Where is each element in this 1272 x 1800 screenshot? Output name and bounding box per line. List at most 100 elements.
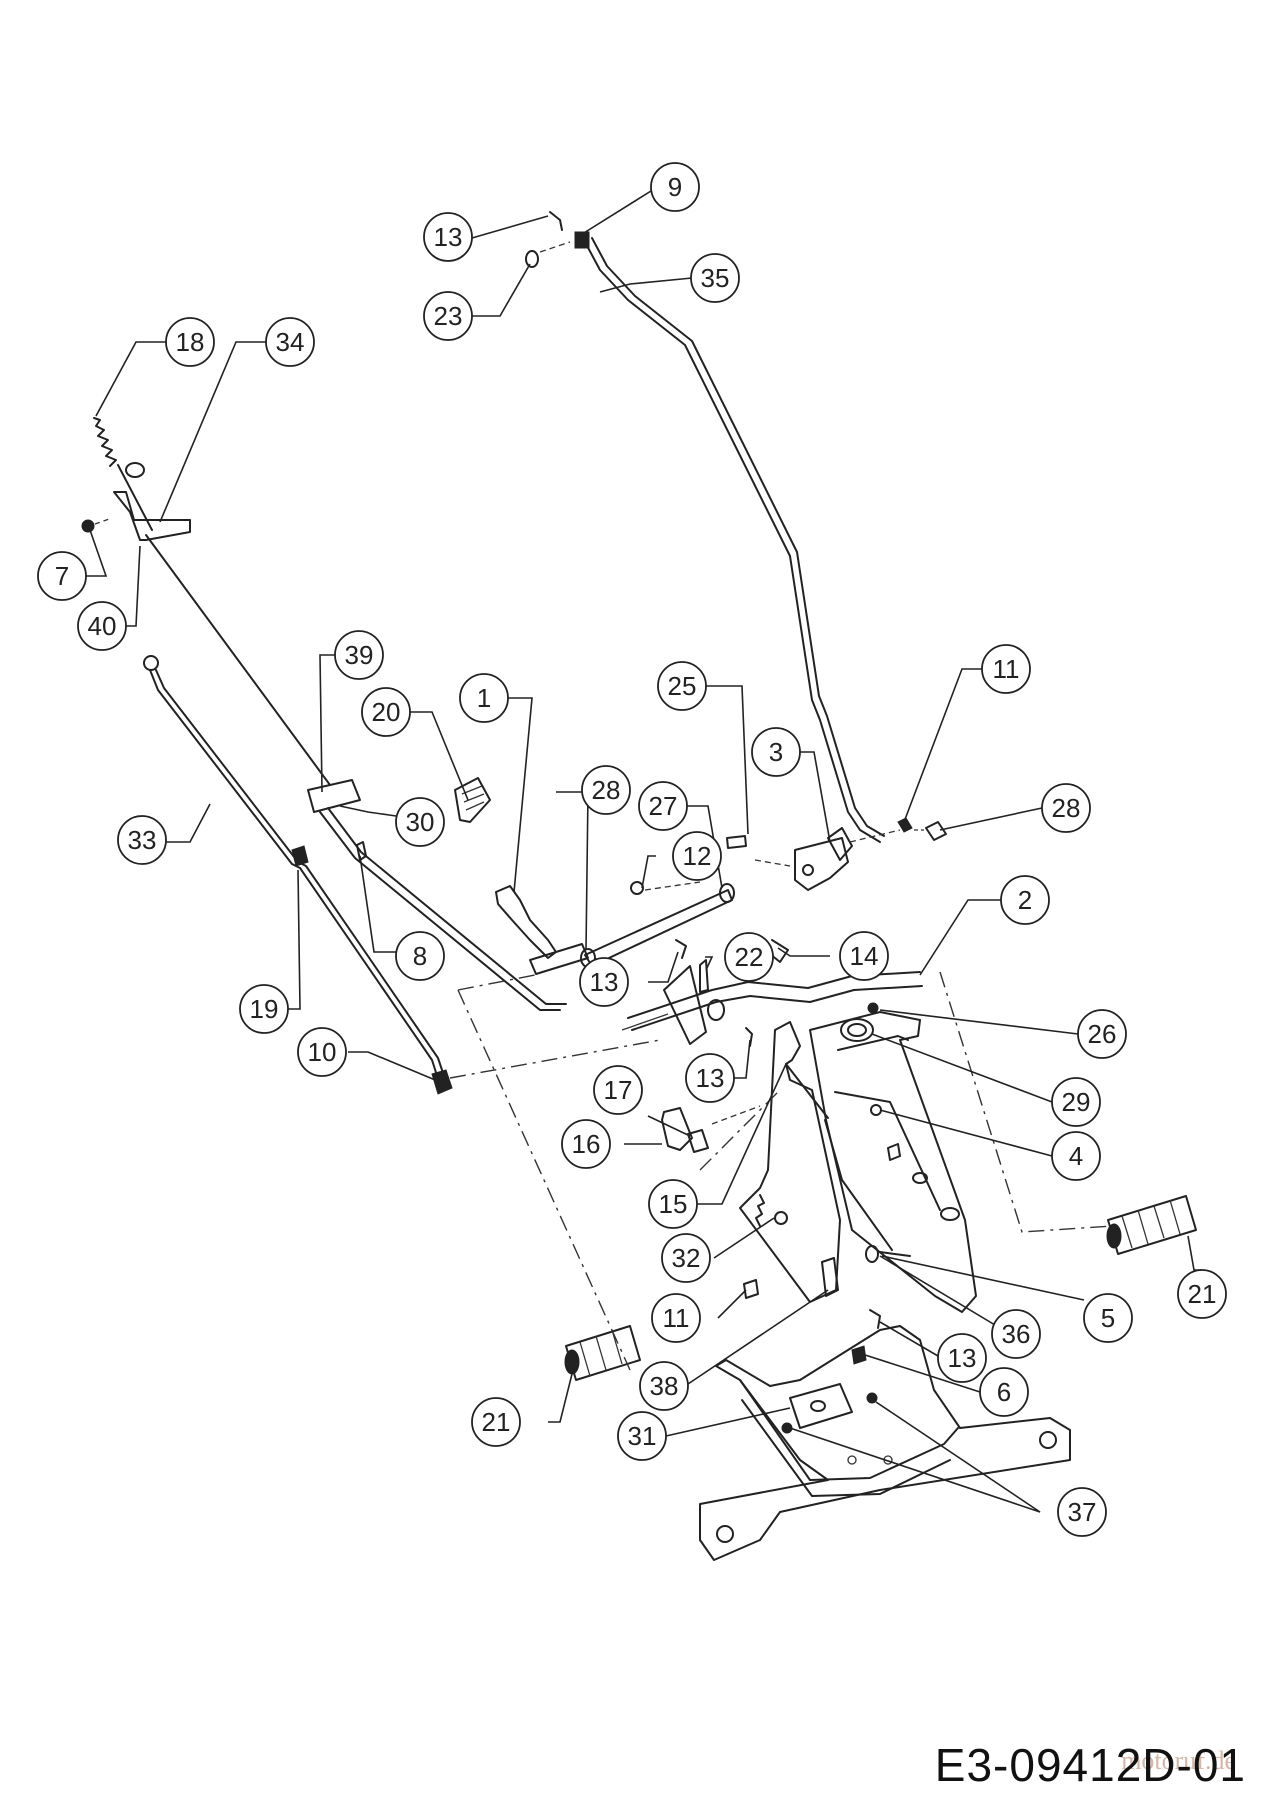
svg-text:31: 31	[628, 1421, 657, 1451]
callout-26: 26	[1077, 1009, 1127, 1059]
svg-text:1: 1	[477, 683, 491, 713]
callout-21: 21	[471, 1397, 521, 1447]
svg-text:38: 38	[650, 1371, 679, 1401]
callout-39: 39	[334, 630, 384, 680]
svg-text:15: 15	[659, 1189, 688, 1219]
svg-text:17: 17	[604, 1075, 633, 1105]
part-4-screw	[870, 1104, 882, 1116]
callout-23: 23	[423, 291, 473, 341]
part-20-pedal-pad	[454, 777, 491, 823]
callout-31: 31	[617, 1411, 667, 1461]
part-13-clip-top	[549, 211, 563, 231]
svg-text:5: 5	[1101, 1303, 1115, 1333]
callout-28: 28	[1041, 783, 1091, 833]
part-9-clevis	[574, 231, 590, 249]
callout-7: 7	[37, 551, 87, 601]
part-28-nut	[925, 821, 947, 841]
callout-9: 9	[650, 162, 700, 212]
svg-text:36: 36	[1002, 1319, 1031, 1349]
svg-text:19: 19	[250, 994, 279, 1024]
callout-5: 5	[1083, 1293, 1133, 1343]
svg-text:35: 35	[701, 263, 730, 293]
callout-13: 13	[423, 212, 473, 262]
callout-13: 13	[685, 1053, 735, 1103]
part-8-bolt	[356, 841, 367, 861]
svg-text:37: 37	[1068, 1497, 1097, 1527]
part-6-bolt	[851, 1345, 867, 1365]
callout-11: 11	[981, 644, 1031, 694]
callout-6: 6	[979, 1367, 1029, 1417]
part-13-clip-low	[745, 1027, 753, 1047]
callout-4: 4	[1051, 1131, 1101, 1181]
part-30-rod	[319, 811, 561, 1011]
callout-18: 18	[165, 317, 215, 367]
svg-text:11: 11	[663, 1303, 690, 1333]
callout-27: 27	[638, 781, 688, 831]
part-36-washer	[865, 1245, 879, 1263]
part-18-spring	[93, 417, 117, 467]
svg-text:28: 28	[1052, 793, 1081, 823]
callout-8: 8	[395, 931, 445, 981]
callout-2: 2	[1000, 875, 1050, 925]
part-22-pin	[699, 959, 709, 993]
part-10-rod-end	[431, 1069, 453, 1095]
callout-38: 38	[639, 1361, 689, 1411]
callout-13: 13	[937, 1333, 987, 1383]
callout-35: 35	[690, 253, 740, 303]
part-17-clip	[687, 1129, 709, 1153]
watermark-logo: motoruf.de	[1121, 1746, 1236, 1775]
part-29-cap	[840, 1018, 874, 1042]
svg-text:28: 28	[592, 775, 621, 805]
svg-text:22: 22	[735, 942, 764, 972]
svg-text:25: 25	[668, 671, 697, 701]
part-23-washer	[525, 250, 539, 268]
callout-14: 14	[839, 931, 889, 981]
svg-text:8: 8	[413, 941, 427, 971]
part-16-bracket	[661, 1107, 693, 1151]
callout-19: 19	[239, 984, 289, 1034]
svg-text:23: 23	[434, 301, 463, 331]
svg-text:29: 29	[1062, 1087, 1091, 1117]
callout-22: 22	[724, 932, 774, 982]
svg-text:30: 30	[406, 807, 435, 837]
part-26-nut	[867, 1002, 879, 1014]
part-28-shaft	[584, 889, 733, 967]
part-31-block	[789, 1383, 853, 1429]
part-39-plate	[307, 779, 361, 813]
svg-text:10: 10	[308, 1037, 337, 1067]
part-32-spring	[755, 1194, 765, 1227]
part-13-clip-mid	[675, 939, 687, 959]
part-12-grease	[630, 881, 644, 895]
callout-29: 29	[1051, 1077, 1101, 1127]
svg-text:18: 18	[176, 327, 205, 357]
callout-25: 25	[657, 661, 707, 711]
svg-text:33: 33	[128, 825, 157, 855]
svg-text:27: 27	[649, 791, 678, 821]
svg-text:4: 4	[1069, 1141, 1083, 1171]
part-25-bolt	[726, 835, 747, 849]
svg-text:21: 21	[1188, 1279, 1217, 1309]
part-35-rod	[584, 241, 881, 843]
document-code: E3-09412D-01	[934, 1739, 1246, 1791]
svg-text:13: 13	[696, 1063, 725, 1093]
callout-15: 15	[648, 1179, 698, 1229]
svg-text:9: 9	[668, 172, 682, 202]
svg-text:13: 13	[434, 222, 463, 252]
callout-36: 36	[991, 1309, 1041, 1359]
callout-16: 16	[561, 1119, 611, 1169]
callout-12: 12	[672, 831, 722, 881]
callout-13: 13	[579, 957, 629, 1007]
svg-text:39: 39	[345, 640, 374, 670]
base-plate	[699, 1325, 1071, 1561]
part-33-knob	[143, 655, 159, 671]
svg-text:20: 20	[372, 697, 401, 727]
svg-text:26: 26	[1088, 1019, 1117, 1049]
svg-text:6: 6	[997, 1377, 1011, 1407]
callout-10: 10	[297, 1027, 347, 1077]
part-3-bracket	[794, 837, 849, 891]
part-19-fastener	[291, 845, 309, 867]
svg-text:12: 12	[683, 841, 712, 871]
callout-labels: 9 13 23 35 18 34 7 40 39 20 1 25 3 11 28…	[37, 162, 1227, 1537]
part-7-bolt	[81, 519, 95, 533]
